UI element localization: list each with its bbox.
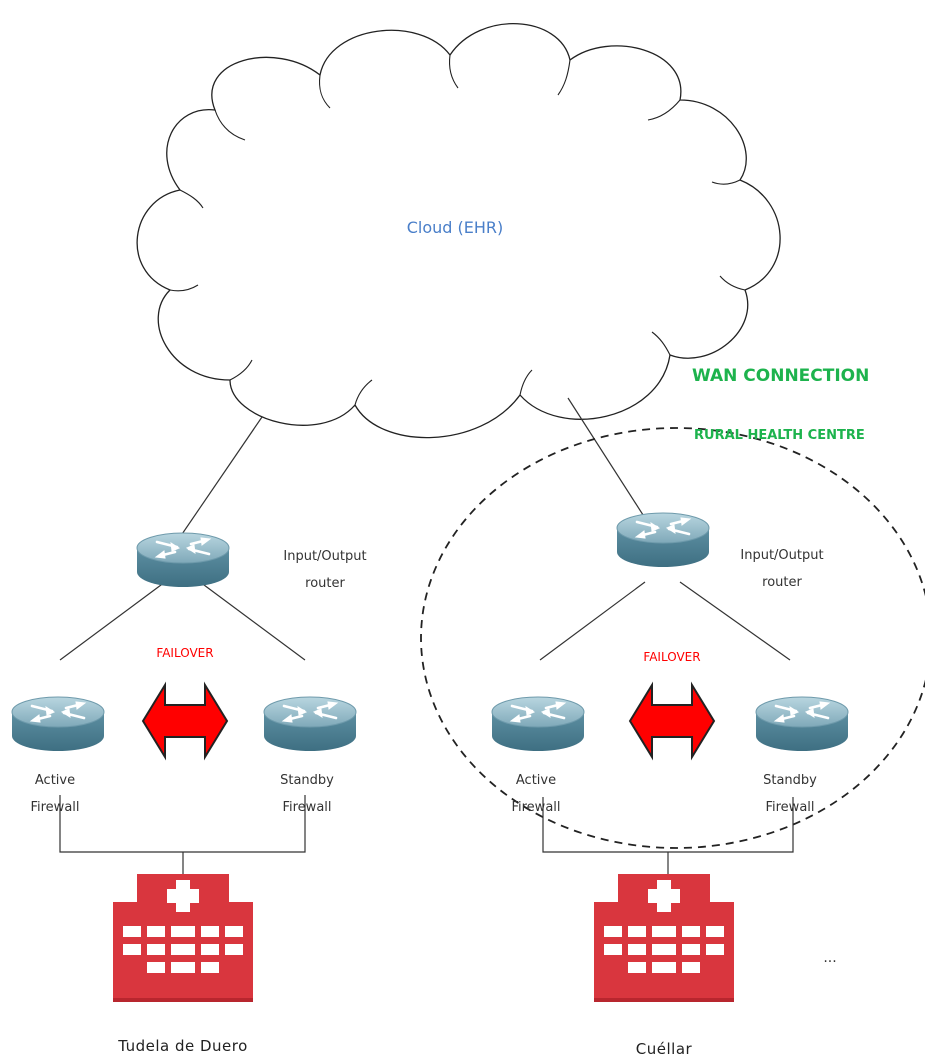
legend-rural-health-centre: RURAL HEALTH CENTRE bbox=[694, 428, 865, 443]
active-firewall-label-right: Active Firewall bbox=[511, 773, 561, 815]
standby-firewall-router-icon-left bbox=[262, 695, 358, 753]
hospital-icon-left bbox=[113, 874, 253, 1002]
standby-firewall-label-left: Standby Firewall bbox=[280, 773, 334, 815]
site-left-links bbox=[59, 581, 306, 878]
failover-arrow-icon-right bbox=[629, 684, 715, 758]
active-firewall-label-left: Active Firewall bbox=[30, 773, 80, 815]
cloud-label: Cloud (EHR) bbox=[406, 218, 504, 237]
rural-health-centre-boundary bbox=[420, 427, 925, 849]
active-firewall-router-icon-left bbox=[10, 695, 106, 753]
io-router-label-right: Input/Output router bbox=[740, 548, 824, 590]
failover-label-left: FAILOVER bbox=[156, 646, 214, 660]
cloud-shape bbox=[136, 23, 781, 439]
standby-firewall-router-icon-right bbox=[754, 695, 850, 753]
wan-link-left bbox=[177, 416, 263, 541]
io-router-icon-left bbox=[135, 531, 231, 589]
wan-link-right bbox=[567, 397, 646, 519]
active-firewall-router-icon-right bbox=[490, 695, 586, 753]
io-router-icon-right bbox=[615, 511, 711, 569]
site-name-cuellar: Cuéllar bbox=[635, 1040, 693, 1058]
site-name-tudela-de-duero: Tudela de Duero bbox=[118, 1037, 248, 1055]
failover-label-right: FAILOVER bbox=[643, 650, 701, 664]
site-right-links bbox=[539, 581, 794, 878]
legend-wan-connection: WAN CONNECTION bbox=[692, 366, 870, 386]
io-router-label-left: Input/Output router bbox=[283, 549, 367, 591]
standby-firewall-label-right: Standby Firewall bbox=[763, 773, 817, 815]
more-sites-indicator: ... bbox=[823, 950, 837, 966]
hospital-icon-right bbox=[594, 874, 734, 1002]
failover-arrow-icon-left bbox=[142, 684, 228, 758]
